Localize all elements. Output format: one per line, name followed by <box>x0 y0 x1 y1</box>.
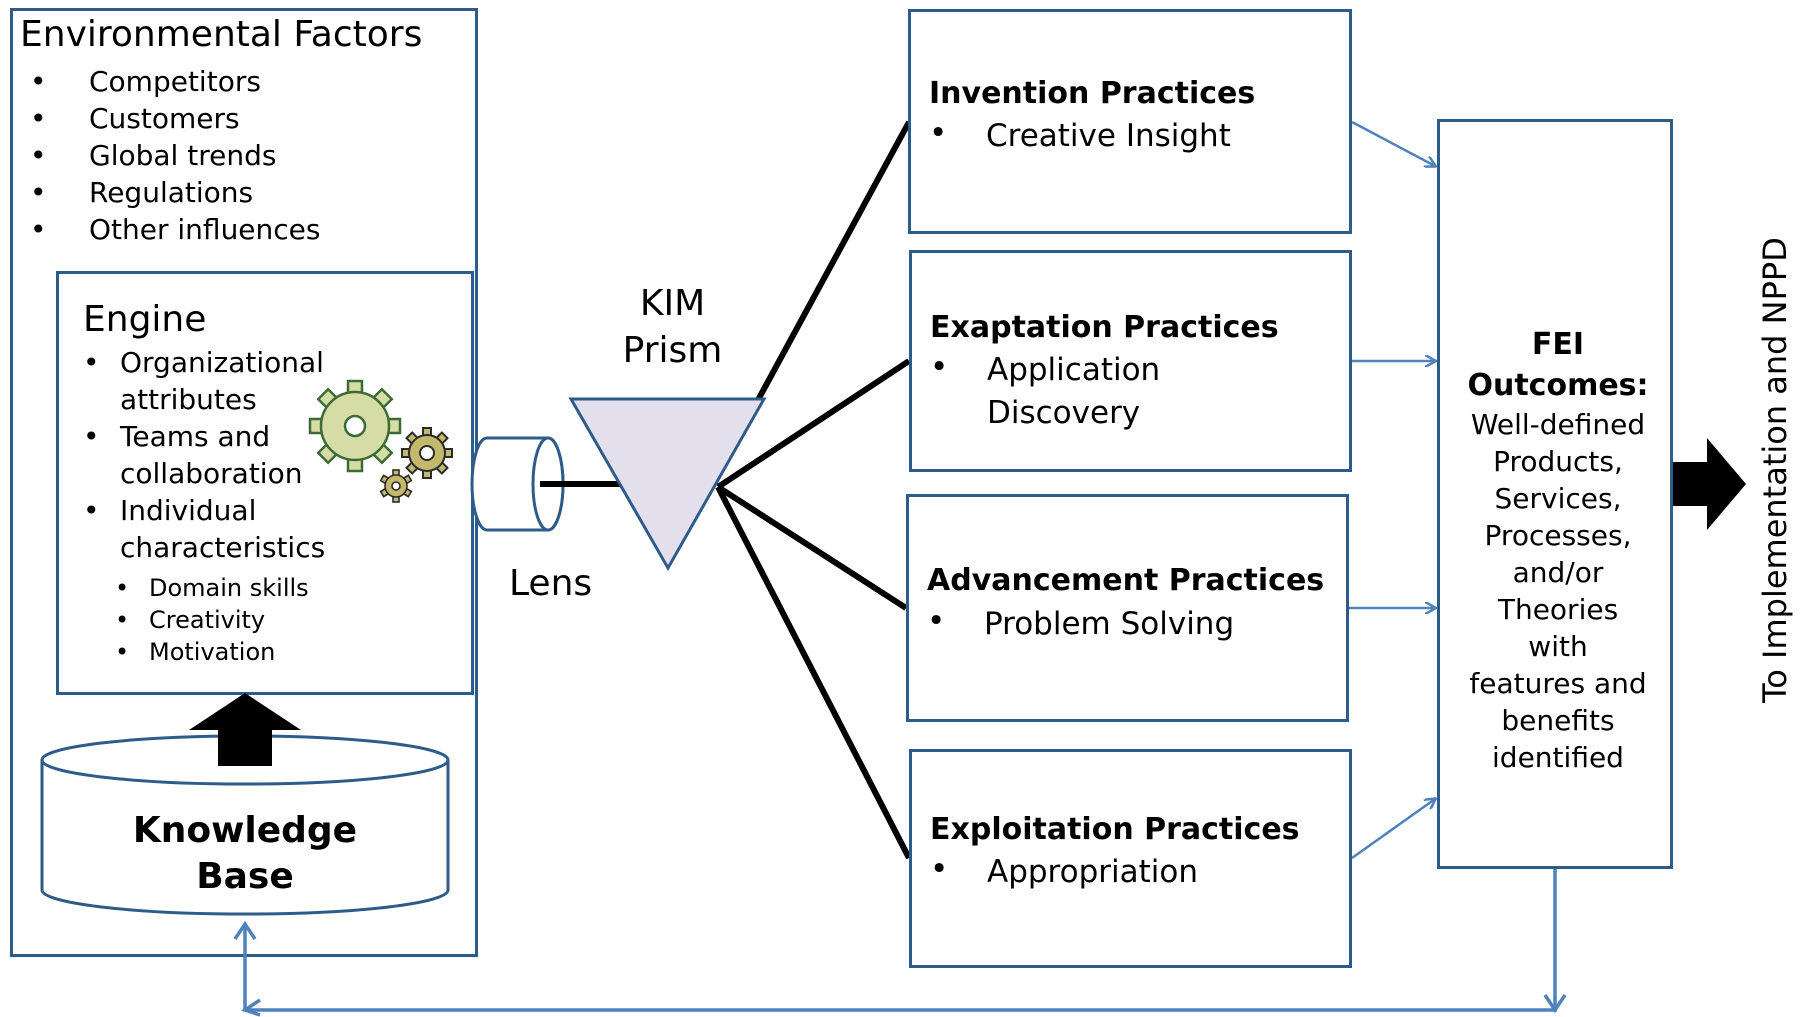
list-item: Teams and collaboration <box>83 418 310 492</box>
practice-title: Invention Practices <box>929 76 1256 111</box>
engine-list: Organizational attributes Teams and coll… <box>83 344 325 566</box>
exaptation-practices-box: Exaptation Practices • Application Disco… <box>909 250 1352 472</box>
gears-icon <box>308 379 453 503</box>
lens-label: Lens <box>509 563 593 604</box>
list-item: Individual characteristics <box>83 492 325 566</box>
list-item: Other influences <box>20 211 321 248</box>
gear-small-icon <box>379 469 413 503</box>
practice-title: Exaptation Practices <box>930 310 1279 345</box>
environmental-factors-title: Environmental Factors <box>20 14 423 55</box>
gear-large-icon <box>308 379 402 473</box>
practice-to-fei-arrows <box>1349 120 1435 860</box>
prism-beams <box>715 120 912 860</box>
kim-prism <box>568 397 767 572</box>
practice-title: Exploitation Practices <box>930 812 1300 847</box>
to-implementation-label: To Implementation and NPPD <box>1756 237 1794 703</box>
invention-practices-box: Invention Practices • Creative Insight <box>908 9 1352 234</box>
list-item: Organizational attributes <box>83 344 324 418</box>
list-item: Customers <box>20 100 321 137</box>
engine-title: Engine <box>83 299 207 340</box>
gear-medium-icon <box>401 427 453 479</box>
list-item: Creativity <box>115 604 309 636</box>
feedback-loop-arrow <box>233 869 1567 1017</box>
environmental-factors-list: Competitors Customers Global trends Regu… <box>20 63 321 248</box>
to-implementation-arrow <box>1667 438 1746 530</box>
list-item: Regulations <box>20 174 321 211</box>
exploitation-practices-box: Exploitation Practices • Appropriation <box>909 749 1352 968</box>
list-item: Motivation <box>115 636 309 668</box>
list-item: Competitors <box>20 63 321 100</box>
engine-sub-list: Domain skills Creativity Motivation <box>115 572 309 668</box>
list-item: Global trends <box>20 137 321 174</box>
practice-title: Advancement Practices <box>927 563 1325 598</box>
up-arrow <box>189 693 301 766</box>
list-item: Domain skills <box>115 572 309 604</box>
advancement-practices-box: Advancement Practices • Problem Solving <box>906 494 1349 722</box>
